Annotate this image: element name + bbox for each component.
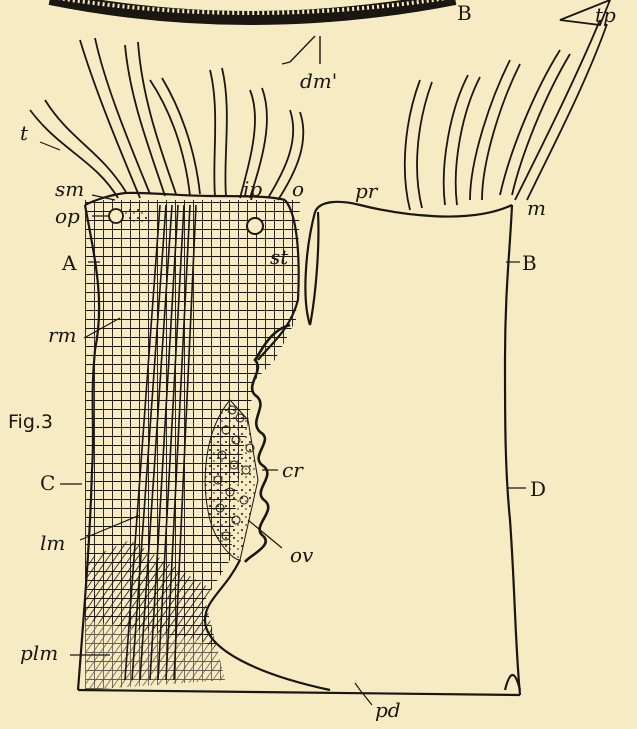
figure-number: Fig.3 [8, 411, 53, 433]
label-cr: cr [282, 458, 304, 482]
label-lm: lm [40, 531, 65, 555]
top-disc [50, 0, 455, 64]
label-ip: ip [243, 177, 262, 201]
tentacles-left [30, 38, 303, 200]
label-rm: rm [48, 323, 77, 347]
label-m: m [527, 196, 546, 220]
label-B: B [522, 251, 537, 275]
label-tp-top: tp [595, 3, 616, 27]
inner-pore [247, 218, 263, 234]
label-o: o [292, 177, 304, 201]
outer-pore [109, 209, 123, 223]
label-ov: ov [290, 543, 314, 567]
label-t: t [20, 121, 29, 145]
label-op: op [55, 204, 80, 228]
label-plm: plm [20, 641, 58, 665]
label-pr: pr [355, 179, 379, 203]
label-C: C [40, 471, 55, 495]
label-pd: pd [375, 698, 401, 722]
label-st: st [270, 245, 289, 269]
label-B-top: B [457, 1, 472, 25]
label-sm: sm [55, 177, 84, 201]
label-A: A [61, 251, 77, 275]
label-D: D [530, 477, 546, 501]
label-dm-prime: dm' [300, 69, 337, 93]
tentacles-right [405, 0, 610, 210]
